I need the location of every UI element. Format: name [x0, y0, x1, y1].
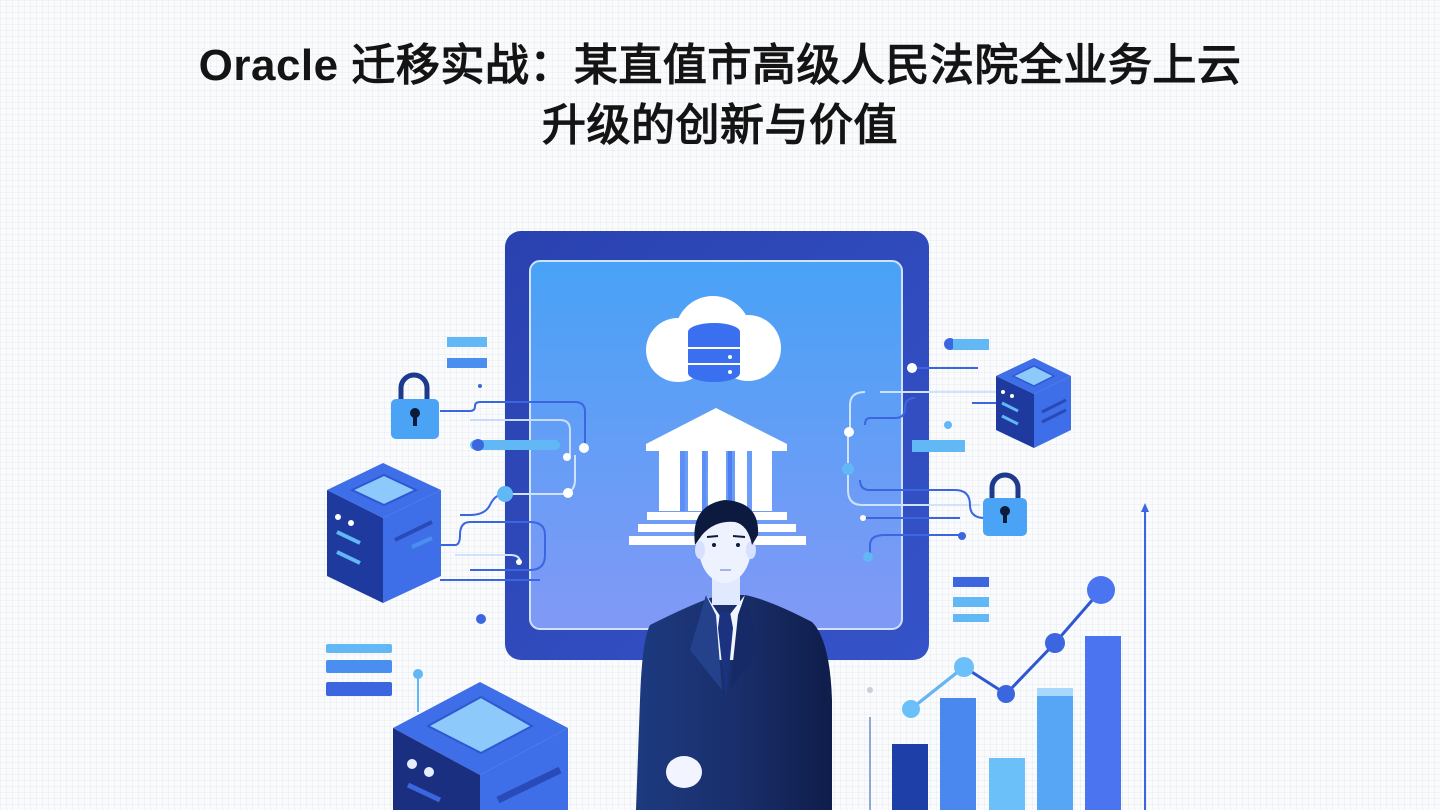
menu-lines-icon — [326, 644, 423, 712]
chart-bar-5 — [1085, 636, 1121, 810]
server-cube-icon — [327, 463, 441, 603]
businessman-figure — [636, 500, 832, 810]
chart-bar-2 — [940, 698, 976, 810]
chart-bar-3 — [989, 758, 1025, 810]
title-line-2: 升级的创新与价值 — [542, 101, 898, 150]
cloud-database-icon — [646, 296, 781, 382]
server-cube-icon — [972, 358, 1071, 448]
title-line-1: Oracle 迁移实战：某直值市高级人民法院全业务上云 — [198, 41, 1242, 90]
circuit-nodes-right — [842, 338, 989, 562]
growth-chart — [867, 503, 1149, 810]
page-title: Oracle 迁移实战：某直值市高级人民法院全业务上云 升级的创新与价值 — [0, 36, 1440, 156]
circuit-nodes-left — [472, 384, 589, 624]
padlock-icon — [391, 372, 439, 439]
padlock-icon — [983, 472, 1027, 536]
menu-lines-icon — [447, 337, 487, 368]
chart-bar-4 — [1037, 688, 1073, 810]
menu-lines-icon — [953, 577, 989, 622]
server-cube-icon — [393, 682, 568, 810]
chart-bar-1 — [892, 744, 928, 810]
